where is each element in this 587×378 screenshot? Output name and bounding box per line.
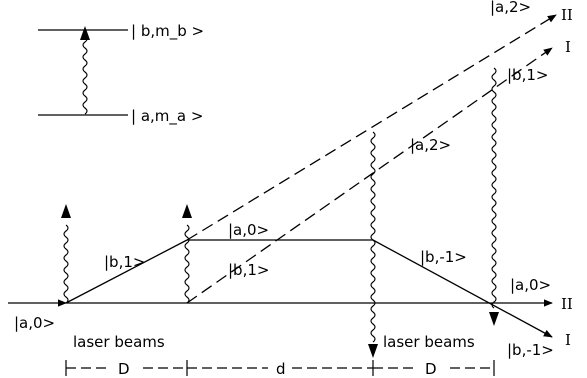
- laser-beam-labels: laser beams laser beams: [73, 333, 475, 351]
- laser-beams-right: laser beams: [383, 333, 475, 351]
- label-a0-input: |a,0>: [14, 314, 55, 332]
- photon-3: [370, 131, 376, 343]
- dim-d-mid: d: [276, 360, 286, 378]
- laser-beams-left: laser beams: [73, 333, 165, 351]
- dashed-path-II-upper: [186, 14, 557, 241]
- path-markers: II I II I: [561, 6, 573, 349]
- label-b1-first: |b,1>: [104, 253, 145, 271]
- label-bm1-out: |b,-1>: [507, 341, 554, 359]
- inset-photon-arrowhead: [80, 26, 90, 40]
- label-b1-lower: |b,1>: [228, 261, 269, 279]
- state-labels: |a,0> |b,1> |a,0> |b,1> |a,2> |b,-1> |a,…: [14, 0, 554, 359]
- photon-4-arrowhead: [489, 312, 499, 326]
- photon-3-arrowhead: [368, 344, 378, 358]
- path-b-minus1: [372, 239, 553, 338]
- lower-level-label: | a,m_a >: [131, 107, 203, 126]
- label-a2-top: |a,2>: [490, 0, 531, 16]
- dashed-path-I-lower: [186, 47, 553, 304]
- dim-D-left: D: [118, 360, 130, 378]
- path-b1-upper: [65, 239, 188, 304]
- laser-photons: [61, 67, 499, 358]
- label-a0-out: |a,0>: [510, 276, 551, 294]
- upper-level-label: | b,m_b >: [131, 22, 204, 41]
- energy-level-inset: | b,m_b > | a,m_a >: [38, 22, 204, 126]
- label-a0-upper: |a,0>: [228, 221, 269, 239]
- photon-4: [491, 67, 497, 309]
- dim-D-right: D: [425, 360, 437, 378]
- atom-paths: [8, 14, 557, 338]
- photon-2: [184, 224, 190, 304]
- label-bm1-mid: |b,-1>: [420, 248, 467, 266]
- label-b1-top: |b,1>: [507, 66, 548, 84]
- photon-1: [63, 224, 69, 304]
- dimension-lines: D d D: [65, 360, 495, 378]
- inset-photon-wavy: [82, 35, 88, 115]
- label-a2-mid: |a,2>: [410, 136, 451, 154]
- marker-II-right: II: [561, 295, 573, 313]
- marker-I-right: I: [565, 331, 571, 349]
- photon-2-arrowhead: [182, 204, 192, 218]
- marker-I-top: I: [565, 38, 571, 56]
- photon-1-arrowhead: [61, 204, 71, 218]
- marker-II-top: II: [561, 6, 573, 24]
